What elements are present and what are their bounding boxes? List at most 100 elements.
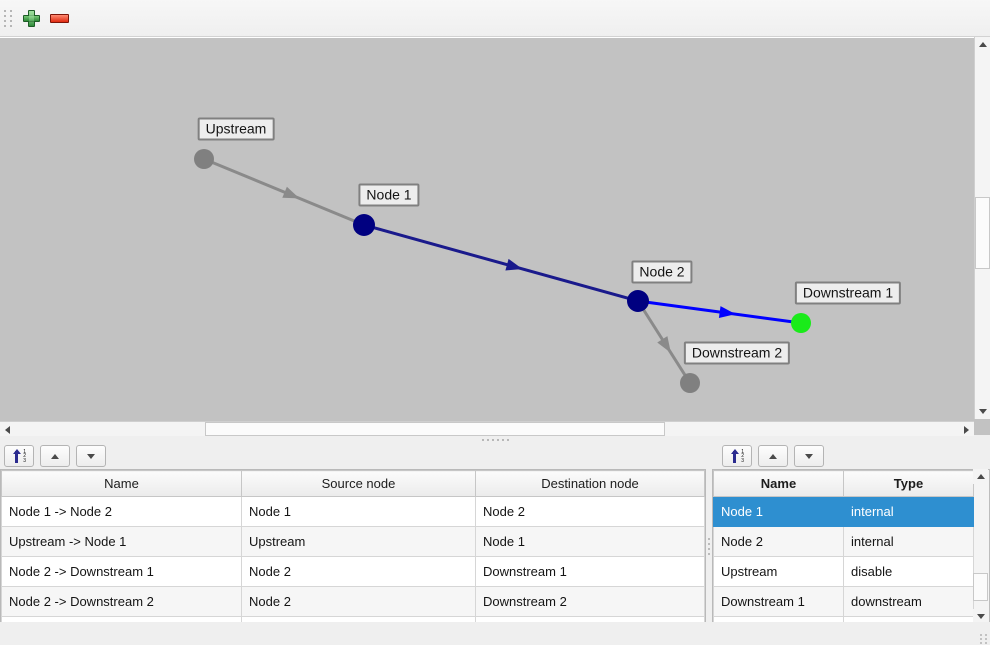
nodes-sort-button[interactable]: 1 2 3 [722, 445, 752, 467]
horizontal-splitter[interactable] [0, 436, 990, 444]
add-item-button[interactable] [17, 4, 45, 32]
edges-table-cell-source[interactable]: Upstream [241, 526, 476, 557]
graph-node-downstream1[interactable] [791, 313, 811, 333]
nodes-table-cell-name[interactable]: Downstream 1 [713, 586, 844, 617]
drag-grip-icon[interactable] [3, 7, 13, 29]
edges-toolbar: 1 2 3 [0, 443, 706, 469]
edges-table-column-header[interactable]: Source node [241, 470, 476, 497]
graph-edge-arrow-node2-downstream1 [718, 306, 736, 318]
remove-item-button[interactable] [45, 4, 73, 32]
edges-table-cell-source[interactable]: Node 2 [241, 556, 476, 587]
nodes-move-down-button[interactable] [794, 445, 824, 467]
graph-edge-node2-downstream1[interactable] [637, 299, 802, 325]
scroll-left-button[interactable] [0, 422, 15, 437]
vertical-splitter[interactable] [706, 470, 712, 622]
sort-digit: 1 [23, 448, 26, 455]
edges-table-cell-name[interactable]: Node 2 -> Downstream 2 [1, 586, 242, 617]
graph-node-node1[interactable] [353, 214, 375, 236]
graph-node-label-node2[interactable]: Node 2 [631, 260, 693, 284]
nodes-scroll-down-button[interactable] [973, 609, 988, 624]
scroll-right-arrow-icon [964, 425, 969, 434]
edges-table-cell-source[interactable]: Node 2 [241, 586, 476, 617]
resize-grip-icon[interactable] [978, 634, 988, 644]
nodes-table-cell-type[interactable]: disable [843, 556, 974, 587]
scroll-up-arrow-icon [976, 474, 985, 479]
nodes-table-cell-name[interactable]: Upstream [713, 556, 844, 587]
triangle-up-icon [51, 453, 59, 459]
nodes-table-cell-type[interactable]: internal [843, 526, 974, 557]
sort-digit: 3 [23, 457, 26, 464]
edges-move-up-button[interactable] [40, 445, 70, 467]
canvas-horizontal-scrollbar-thumb[interactable] [205, 422, 665, 436]
edges-table-cell-destination[interactable]: Downstream 1 [475, 556, 705, 587]
edges-table-empty-cell [475, 616, 705, 623]
nodes-table-vertical-scrollbar[interactable] [973, 469, 990, 624]
nodes-table-cell-type[interactable]: internal [843, 496, 974, 527]
scroll-down-arrow-icon [976, 614, 985, 619]
edges-sort-button[interactable]: 1 2 3 [4, 445, 34, 467]
edges-table-cell-name[interactable]: Upstream -> Node 1 [1, 526, 242, 557]
edges-table-empty-row[interactable] [1, 616, 705, 623]
edges-table-cell-destination[interactable]: Downstream 2 [475, 586, 705, 617]
graph-node-label-downstream2[interactable]: Downstream 2 [683, 341, 791, 365]
edges-table-cell-destination[interactable]: Node 1 [475, 526, 705, 557]
graph-node-node2[interactable] [627, 290, 649, 312]
graph-node-downstream2[interactable] [680, 373, 700, 393]
canvas-vertical-scrollbar-thumb[interactable] [975, 197, 990, 269]
graph-edge-node1-node2[interactable] [363, 223, 639, 303]
nodes-table-cell-type[interactable]: downstream [843, 586, 974, 617]
nodes-move-up-button[interactable] [758, 445, 788, 467]
graph-node-label-upstream[interactable]: Upstream [197, 117, 275, 141]
graph-edge-upstream-node1[interactable] [203, 157, 365, 227]
edges-move-down-button[interactable] [76, 445, 106, 467]
splitter-dots-icon [481, 439, 509, 441]
edges-table-cell-destination[interactable]: Node 2 [475, 496, 705, 527]
scroll-up-button[interactable] [975, 37, 990, 52]
graph-edges-layer [203, 157, 802, 384]
graph-node-label-node1[interactable]: Node 1 [358, 183, 420, 207]
main-toolbar [0, 0, 990, 37]
triangle-down-icon [87, 453, 95, 459]
canvas-vertical-scrollbar[interactable] [974, 37, 990, 419]
nodes-scroll-up-button[interactable] [973, 469, 988, 484]
graph-node-label-downstream1[interactable]: Downstream 1 [794, 281, 902, 305]
edges-table-column-header[interactable]: Destination node [475, 470, 705, 497]
graph-node-upstream[interactable] [194, 149, 214, 169]
sort-digit: 3 [741, 457, 744, 464]
edges-table-cell-name[interactable]: Node 1 -> Node 2 [1, 496, 242, 527]
edges-table-column-header[interactable]: Name [1, 470, 242, 497]
plus-icon [22, 9, 40, 27]
nodes-scrollbar-thumb[interactable] [973, 573, 988, 601]
triangle-down-icon [805, 453, 813, 459]
canvas-horizontal-scrollbar[interactable] [0, 421, 974, 437]
nodes-table-cell-name[interactable]: Node 2 [713, 526, 844, 557]
nodes-table-cell-name[interactable]: Node 1 [713, 496, 844, 527]
sort-digit: 2 [23, 453, 26, 459]
scroll-up-arrow-icon [978, 42, 987, 47]
sort-numeric-icon: 1 2 3 [12, 448, 26, 464]
graph-edge-arrow-node2-downstream2 [657, 336, 671, 353]
edges-table-cell-source[interactable]: Node 1 [241, 496, 476, 527]
nodes-table-column-header[interactable]: Type [843, 470, 974, 497]
scroll-right-button[interactable] [959, 422, 974, 437]
scroll-down-button[interactable] [975, 404, 990, 419]
nodes-table-column-header[interactable]: Name [713, 470, 844, 497]
edges-table-cell-name[interactable]: Node 2 -> Downstream 1 [1, 556, 242, 587]
